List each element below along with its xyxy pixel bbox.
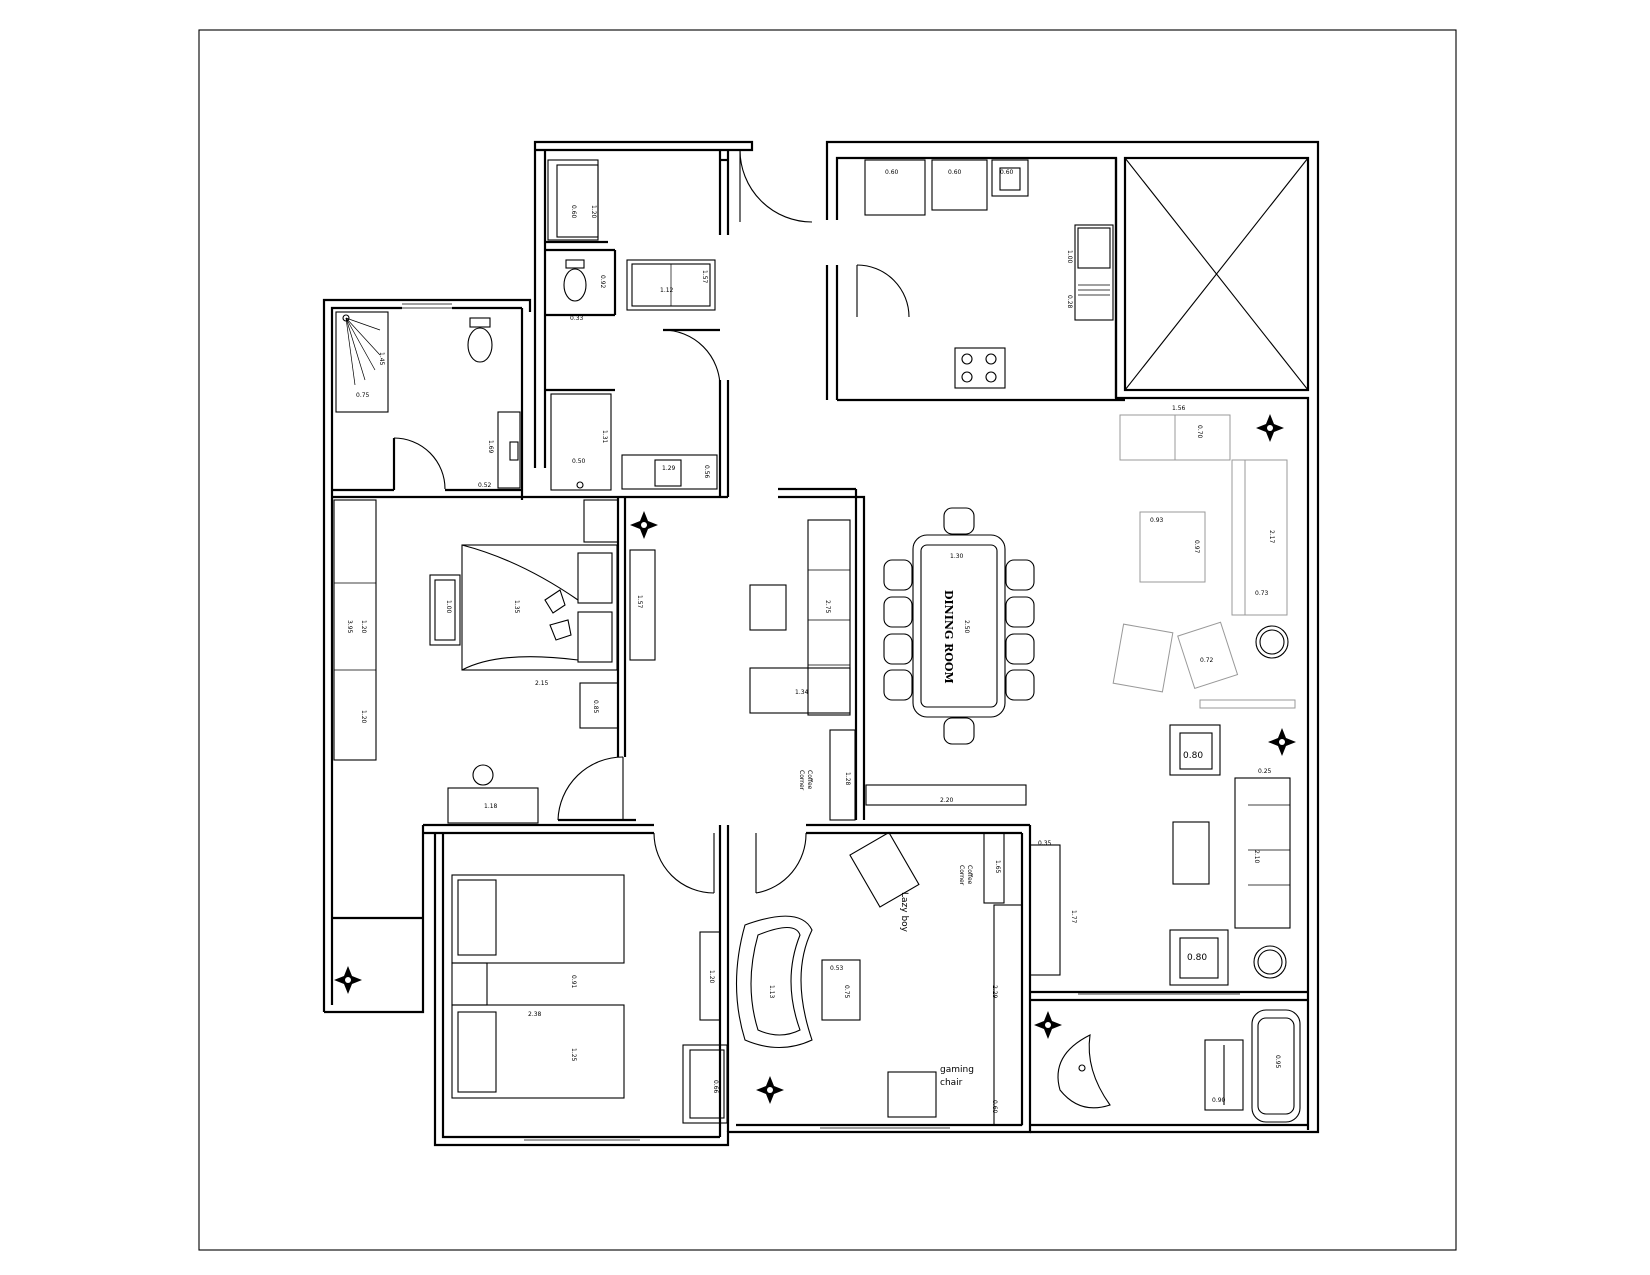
chair-080-b-label: 0.80	[1187, 953, 1207, 963]
balcony: 0.90 0.95	[1057, 1009, 1301, 1123]
dim-070: 0.70	[1196, 425, 1203, 439]
dim-215: 2.15	[535, 680, 549, 687]
twin-bedroom: 0.91 2.38 1.25 0.66	[451, 874, 728, 1124]
plant-icon	[334, 966, 362, 994]
gaming-chair-label-1: gaming	[940, 1065, 974, 1075]
dim-157a: 1.57	[701, 270, 708, 284]
kitchen: 0.60 0.60 0.60 1.00 0.28	[864, 157, 1309, 391]
service-rooms: 0.60 1.20 1.12 1.57 0.92 0.33 1.31 0.50 …	[547, 159, 718, 491]
dim-028: 0.28	[1066, 295, 1073, 309]
dim-131: 1.31	[601, 430, 608, 444]
dim-060e: 0.60	[991, 1100, 998, 1114]
tv-room: 1.20 1.13 0.53 0.75 Lazy boy gaming chai…	[699, 831, 1077, 1126]
dim-217: 2.17	[1268, 530, 1275, 544]
dim-091: 0.91	[570, 975, 577, 989]
master-bedroom: 3.95 1.20 1.20 1.00 1.35 2.15 1.57 0.85 …	[333, 499, 656, 824]
dim-060b: 0.60	[885, 169, 899, 176]
plant-icon	[1268, 728, 1296, 756]
windows	[402, 303, 1240, 1141]
dim-053: 0.53	[830, 965, 844, 972]
dim-093: 0.93	[1150, 517, 1164, 524]
sheet-border	[198, 29, 1457, 1251]
corner-coffee-b1: Corner	[958, 865, 965, 886]
corner-coffee-a1: Corner	[798, 770, 805, 791]
dim-097: 0.97	[1193, 540, 1200, 554]
dim-250: 2.50	[963, 620, 970, 634]
dim-050: 0.50	[572, 458, 586, 465]
chair-080-a-label: 0.80	[1183, 751, 1203, 761]
plant-icons	[334, 414, 1296, 1104]
dim-130: 1.30	[950, 553, 964, 560]
plant-icon	[1034, 1011, 1062, 1039]
dim-165: 1.65	[994, 860, 1001, 874]
dining-room-label: DINING ROOM	[942, 590, 955, 684]
dim-229: 2.29	[991, 985, 998, 999]
corner-coffee-b2: Coffee	[966, 865, 973, 885]
dim-072: 0.72	[1200, 657, 1214, 664]
dim-238: 2.38	[528, 1011, 542, 1018]
dim-120b: 1.20	[360, 620, 367, 634]
dim-120d: 1.20	[708, 970, 715, 984]
dim-275: 2.75	[824, 600, 831, 614]
plant-icon	[1256, 414, 1284, 442]
dim-118: 1.18	[484, 803, 498, 810]
dim-033: 0.33	[570, 315, 584, 322]
dim-066: 0.66	[712, 1080, 719, 1094]
dim-025: 0.25	[1258, 768, 1272, 775]
dim-056: 0.56	[703, 465, 710, 479]
lazy-boy-label: Lazy boy	[899, 892, 909, 933]
dim-135: 1.35	[513, 600, 520, 614]
dim-060a: 0.60	[570, 205, 577, 219]
dim-125: 1.25	[570, 1048, 577, 1062]
dim-113: 1.13	[768, 985, 775, 999]
dim-100b: 1.00	[445, 600, 452, 614]
dim-095: 0.95	[1274, 1055, 1281, 1069]
dim-092: 0.92	[599, 275, 606, 289]
dim-052: 0.52	[478, 482, 492, 489]
dim-085: 0.85	[592, 700, 599, 714]
dim-157b: 1.57	[636, 595, 643, 609]
living-area: 2.75 1.34 Corner Coffee 1.28 2.20 1.30 2…	[749, 405, 1296, 986]
plant-icon	[630, 511, 658, 539]
corner-coffee-a2: Coffee	[806, 770, 813, 790]
dim-060d: 0.60	[1000, 169, 1014, 176]
dim-128: 1.28	[844, 772, 851, 786]
dim-090: 0.90	[1212, 1097, 1226, 1104]
dim-112: 1.12	[660, 287, 674, 294]
dim-129: 1.29	[662, 465, 676, 472]
dim-100a: 1.00	[1066, 250, 1073, 264]
dim-075b: 0.75	[843, 985, 850, 999]
dim-156: 1.56	[1172, 405, 1186, 412]
dim-220: 2.20	[940, 797, 954, 804]
dim-035: 0.35	[1038, 840, 1052, 847]
walls	[322, 140, 1320, 1147]
dim-073: 0.73	[1255, 590, 1269, 597]
dim-134: 1.34	[795, 689, 809, 696]
left-bathroom: 1.45 0.75 1.69 0.52	[335, 311, 521, 489]
dim-120a: 1.20	[590, 205, 597, 219]
dim-210: 2.10	[1253, 850, 1260, 864]
gaming-chair-label-2: chair	[940, 1078, 963, 1088]
dim-060c: 0.60	[948, 169, 962, 176]
dim-145: 1.45	[378, 352, 385, 366]
plant-icon	[756, 1076, 784, 1104]
dim-075a: 0.75	[356, 392, 370, 399]
dim-177: 1.77	[1070, 910, 1077, 924]
doors	[393, 149, 910, 894]
dim-395: 3.95	[346, 620, 353, 634]
dim-120c: 1.20	[360, 710, 367, 724]
dim-169: 1.69	[487, 440, 494, 454]
